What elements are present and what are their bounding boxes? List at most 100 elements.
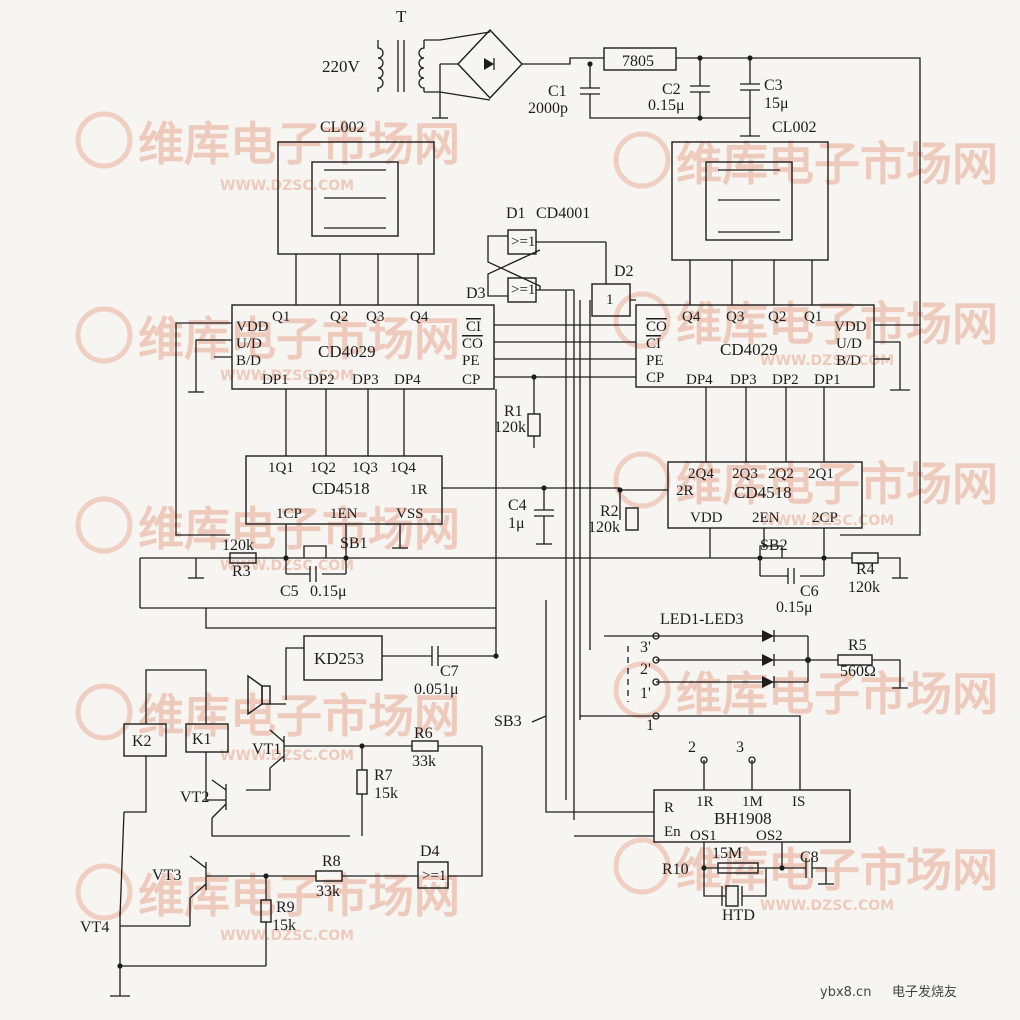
watermark-brand: 维库电子市场网 [676,457,998,511]
watermark-brand: 维库电子市场网 [138,502,460,556]
kd253-chip [303,635,383,681]
r10-label: R10 [662,861,689,878]
relay-k1 [185,723,229,753]
svg-text:1Q2: 1Q2 [310,460,336,476]
svg-text:3': 3' [640,639,651,656]
transformer-primary [377,40,384,92]
svg-text:1R: 1R [696,794,714,810]
regulator-7805 [603,47,677,71]
display-right-label: CL002 [772,119,816,136]
svg-text:1R: 1R [410,482,428,498]
c4-label: C4 [508,497,527,514]
sb3-switch: SB3 [494,600,654,813]
svg-text:3: 3 [736,739,744,756]
c2-value: 0.15μ [648,97,685,114]
watermark-url: WWW.DZSC.COM [220,178,354,194]
watermark-brand: 维库电子市场网 [138,312,460,366]
c5-value: 0.15μ [310,583,347,600]
ic-right-cd4518-name: CD4518 [734,483,792,502]
svg-text:OS2: OS2 [756,828,783,844]
svg-text:U/D: U/D [236,336,262,352]
svg-text:Q1: Q1 [272,309,290,325]
svg-text:Q3: Q3 [726,309,744,325]
sb2-switch [759,545,783,558]
c6-label: C6 [800,583,819,600]
d3-label: D3 [466,285,486,302]
diode-icon [484,58,494,70]
r2-value: 120k [588,519,620,536]
transformer-secondary [418,40,425,92]
r8-value: 33k [316,883,340,900]
svg-text:CO: CO [462,336,483,352]
svg-text:VDD: VDD [834,319,867,335]
svg-text:VDD: VDD [236,319,269,335]
c1-value: 2000p [528,100,568,117]
watermark-url: WWW.DZSC.COM [220,368,354,384]
vt2-label: VT2 [180,789,209,806]
watermark-url: WWW.DZSC.COM [760,898,894,914]
ic-bh1908: R En 1R 1M IS BH1908 OS1 OS2 C8 15M R10 … [574,760,851,924]
svg-text:IS: IS [792,794,805,810]
footer-brand: 电子发烧友 [892,984,957,1000]
svg-text:1: 1 [606,292,614,308]
c7-label: C7 [440,663,459,680]
svg-text:K1: K1 [192,731,212,748]
vt3-label: VT3 [152,867,181,884]
svg-text:Q2: Q2 [330,309,348,325]
svg-text:OS1: OS1 [690,828,717,844]
ic-left-cd4518-name: CD4518 [312,479,370,498]
svg-text:U/D: U/D [836,336,862,352]
svg-text:2Q4: 2Q4 [688,466,714,482]
svg-text:Q4: Q4 [410,309,429,325]
regulator-label: 7805 [622,53,654,70]
ic-right-cd4029-name: CD4029 [720,340,778,359]
ic-left-cd4029: CD4029 Q1 Q2 Q3 Q4 VDD U/D B/D CI CO PE … [175,304,495,536]
ic-right-cd4029: CD4029 Q4 Q3 Q2 Q1 CO CI PE CP VDD U/D B… [635,304,921,536]
svg-text:2CP: 2CP [812,510,838,526]
sb2-network: SB2 C6 0.15μ R4 120k [759,537,908,616]
watermark-url: WWW.DZSC.COM [220,558,354,574]
svg-text:Q3: Q3 [366,309,384,325]
watermark-brand: 维库电子市场网 [676,137,998,191]
ic-right-cd4518: 2Q4 2Q3 2Q2 2Q1 2R CD4518 VDD 2EN 2CP R2… [588,461,863,558]
r4-label: R4 [856,561,875,578]
svg-text:1Q1: 1Q1 [268,460,294,476]
watermark-brand: 维库电子市场网 [676,843,998,897]
r3-value: 120k [222,537,254,554]
svg-text:Q2: Q2 [768,309,786,325]
svg-text:2Q1: 2Q1 [808,466,834,482]
svg-text:1: 1 [646,717,654,734]
watermark-brand: 维库电子市场网 [138,689,460,743]
svg-text:En: En [664,824,681,840]
c1-label: C1 [548,83,567,100]
r7-value: 15k [374,785,398,802]
led2-icon [762,654,774,666]
watermark-brand: 维库电子市场网 [676,297,998,351]
footer-site: ybx8.cn [820,985,871,1000]
watermark-layer: 维库电子市场网 WWW.DZSC.COM 维库电子市场网 维库电子市场网 WWW… [75,111,998,944]
ic-left-cd4518: 1Q1 1Q2 1Q3 1Q4 CD4518 1R 1CP 1EN VSS [245,455,620,558]
sb2-label: SB2 [760,537,788,554]
c3-value: 15μ [764,95,789,112]
svg-text:>=1: >=1 [511,234,535,250]
bridge-rectifier [457,28,523,100]
svg-text:1': 1' [640,685,651,702]
led3-icon [762,676,774,688]
svg-text:2Q3: 2Q3 [732,466,758,482]
r10-value: 15M [712,845,742,862]
relay-k2 [123,723,167,757]
svg-text:1EN: 1EN [330,506,358,522]
svg-text:VSS: VSS [396,506,424,522]
r6-value: 33k [412,753,436,770]
c4-value: 1μ [508,515,525,532]
svg-text:2EN: 2EN [752,510,780,526]
svg-text:CP: CP [646,370,664,386]
r5-label: R5 [848,637,867,654]
transformer-label: T [396,7,407,26]
svg-text:DP4: DP4 [686,372,713,388]
mains-label: 220V [322,57,361,76]
watermark-url: WWW.DZSC.COM [220,748,354,764]
watermark-url: WWW.DZSC.COM [760,513,894,529]
svg-text:2: 2 [688,739,696,756]
